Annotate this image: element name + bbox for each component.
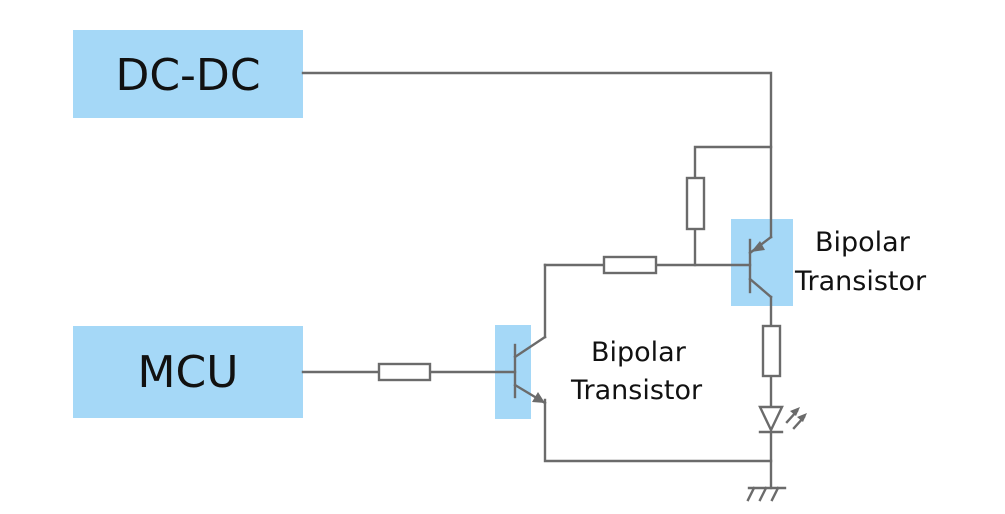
- upper-transistor-label-line2: Transistor: [794, 266, 927, 297]
- led-symbol: [758, 405, 807, 434]
- dcdc-label: DC-DC: [115, 50, 260, 101]
- resistor-feedback: [685, 176, 706, 231]
- resistor-base-lower: [377, 362, 432, 382]
- wiring: [301, 71, 773, 490]
- lower-transistor-label: Bipolar Transistor: [570, 337, 703, 406]
- mcu-block: MCU: [73, 326, 303, 418]
- upper-transistor-label-line1: Bipolar: [815, 227, 911, 258]
- lower-transistor-label-line1: Bipolar: [591, 337, 687, 368]
- resistor-led: [761, 324, 782, 378]
- npn-transistor-symbol: [513, 335, 547, 405]
- upper-transistor-highlight: [731, 219, 793, 306]
- upper-transistor-label: Bipolar Transistor: [794, 227, 927, 297]
- ground-icon: [746, 486, 787, 502]
- pnp-transistor-symbol: [748, 235, 773, 299]
- mcu-label: MCU: [138, 347, 239, 398]
- lower-transistor-label-line2: Transistor: [570, 375, 703, 406]
- resistor-base-upper: [602, 255, 658, 275]
- dcdc-block: DC-DC: [73, 30, 303, 118]
